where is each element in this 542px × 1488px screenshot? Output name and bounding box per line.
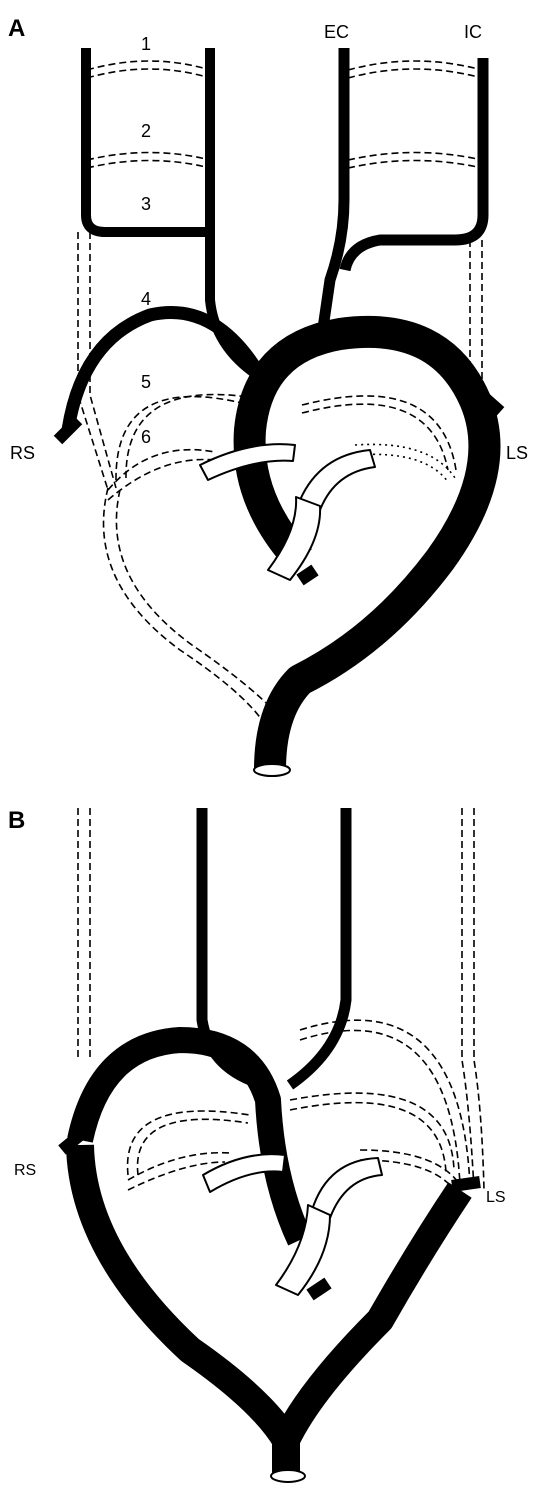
panel-b: B RS LS: [8, 807, 506, 1482]
label-ec: EC: [324, 22, 349, 42]
label-rs-b: RS: [14, 1162, 36, 1179]
label-ic: IC: [464, 22, 482, 42]
arch-6-right: [108, 450, 215, 490]
arch-4: [68, 313, 260, 431]
aortic-arch-b: [80, 1040, 300, 1240]
label-arch-3: 3: [141, 194, 151, 214]
dorsal-aorta-left-b: [462, 808, 474, 1190]
arch-1-left-2: [87, 69, 210, 78]
ductus-tip-b: [310, 1283, 328, 1295]
panel-a-letter: A: [8, 15, 25, 42]
descending-aorta-opening-a: [254, 764, 290, 776]
right-dorsal-aorta-lower: [104, 488, 262, 720]
label-ls-b: LS: [486, 1189, 506, 1206]
arch-5-left-2: [302, 404, 448, 470]
ductus-tip-a: [300, 570, 315, 580]
arch-2-right: [348, 153, 482, 161]
label-arch-1: 1: [141, 34, 151, 54]
panel-b-letter: B: [8, 807, 25, 834]
arch-6-right-2: [108, 460, 215, 501]
label-arch-4: 4: [141, 289, 151, 309]
label-arch-2: 2: [141, 121, 151, 141]
arch-5-left: [302, 396, 456, 470]
label-arch-5: 5: [141, 372, 151, 392]
rs-stub-a: [58, 420, 78, 440]
label-ls-a: LS: [506, 443, 528, 463]
pulmonary-right-segment-a: [300, 450, 375, 510]
label-rs-a: RS: [10, 443, 35, 463]
right-dorsal-aorta-lower-2: [116, 490, 275, 712]
panel-a: A: [8, 15, 528, 776]
label-arch-6: 6: [141, 427, 151, 447]
descending-aorta-b: [80, 1145, 286, 1475]
arch-1-right-2: [348, 69, 482, 78]
descending-aorta-opening-b: [271, 1470, 305, 1482]
ec-artery: [322, 48, 344, 335]
arch-2-left-2: [87, 161, 210, 169]
carotid-stem-left-b: [290, 808, 346, 1085]
pulmonary-right-segment-b: [312, 1158, 382, 1218]
arch-2-left: [87, 153, 210, 161]
dorsal-aorta-left-b-2: [474, 808, 484, 1190]
arch-2-right-2: [348, 161, 482, 169]
arch-1-left: [87, 61, 210, 70]
ls-stub-b: [452, 1182, 480, 1186]
